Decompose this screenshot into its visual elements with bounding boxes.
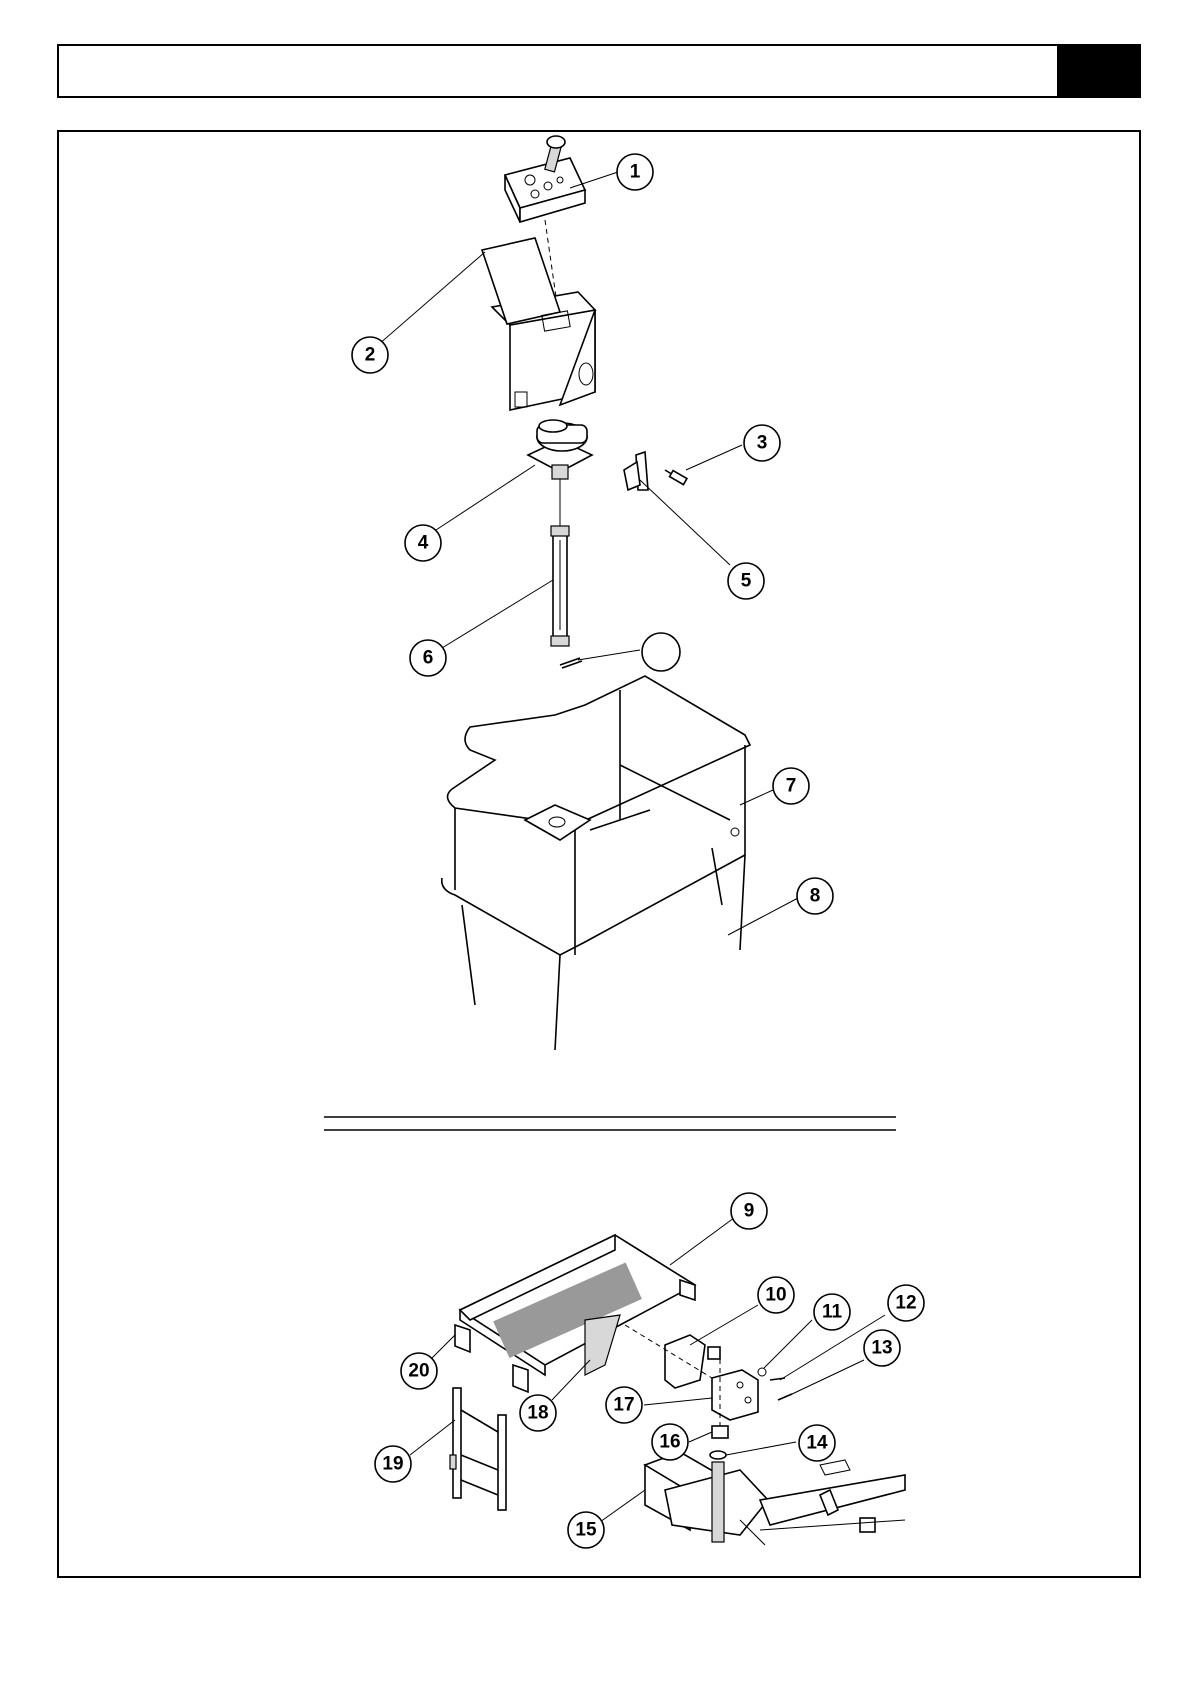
callout-label-17: 17 (613, 1395, 634, 1416)
callout-3: 3 (744, 425, 780, 461)
callout-label-10: 10 (765, 1285, 786, 1306)
callout-10: 10 (758, 1277, 794, 1313)
callout-label-16: 16 (659, 1432, 680, 1453)
ring (642, 633, 680, 671)
callout-1: 1 (617, 154, 653, 190)
callout-20: 20 (401, 1353, 437, 1389)
callout-17: 17 (606, 1387, 642, 1423)
callout-label-12: 12 (895, 1293, 916, 1314)
tubular-frame (442, 676, 750, 1050)
callout-label-7: 7 (786, 776, 797, 797)
side-bracket (585, 1315, 620, 1375)
callout-11: 11 (814, 1294, 850, 1330)
callout-label-8: 8 (810, 886, 821, 907)
callout-label-15: 15 (575, 1520, 597, 1541)
actuator-shaft (551, 526, 569, 646)
callout-label-9: 9 (744, 1201, 755, 1222)
callout-9: 9 (731, 1193, 767, 1229)
callout-4: 4 (405, 525, 441, 561)
motor-gearbox (528, 420, 592, 479)
callout-18: 18 (520, 1395, 556, 1431)
bushing (712, 1426, 728, 1438)
callout-5: 5 (728, 563, 764, 599)
callout-label-14: 14 (806, 1433, 828, 1454)
nut (758, 1368, 766, 1376)
pin (665, 470, 687, 485)
callout-15: 15 (568, 1512, 604, 1548)
callout-label-2: 2 (365, 345, 376, 366)
perforated-tray (455, 1235, 695, 1392)
callout-label-5: 5 (741, 571, 752, 592)
callout-6: 6 (410, 640, 446, 676)
base-unit (645, 1452, 905, 1545)
callout-12: 12 (888, 1285, 924, 1321)
spacer-washer (710, 1451, 726, 1459)
callout-label-19: 19 (382, 1454, 403, 1475)
callout-19: 19 (375, 1446, 411, 1482)
callout-label-3: 3 (757, 433, 768, 454)
callout-2: 2 (352, 337, 388, 373)
callout-label-1: 1 (630, 162, 641, 183)
callout-8: 8 (797, 878, 833, 914)
callout-label-18: 18 (527, 1403, 548, 1424)
callout-label-6: 6 (423, 648, 434, 669)
callout-label-4: 4 (418, 533, 429, 554)
callout-13: 13 (864, 1330, 900, 1366)
callout-label-13: 13 (871, 1338, 892, 1359)
bolt (778, 1394, 792, 1400)
console-housing (482, 238, 595, 410)
callout-16: 16 (652, 1424, 688, 1460)
callout-7: 7 (773, 768, 809, 804)
joystick-control-box (505, 136, 585, 222)
callout-label-11: 11 (822, 1302, 843, 1323)
callout-14: 14 (799, 1425, 835, 1461)
ladder-frame (450, 1388, 506, 1510)
callout-label-20: 20 (408, 1361, 429, 1382)
